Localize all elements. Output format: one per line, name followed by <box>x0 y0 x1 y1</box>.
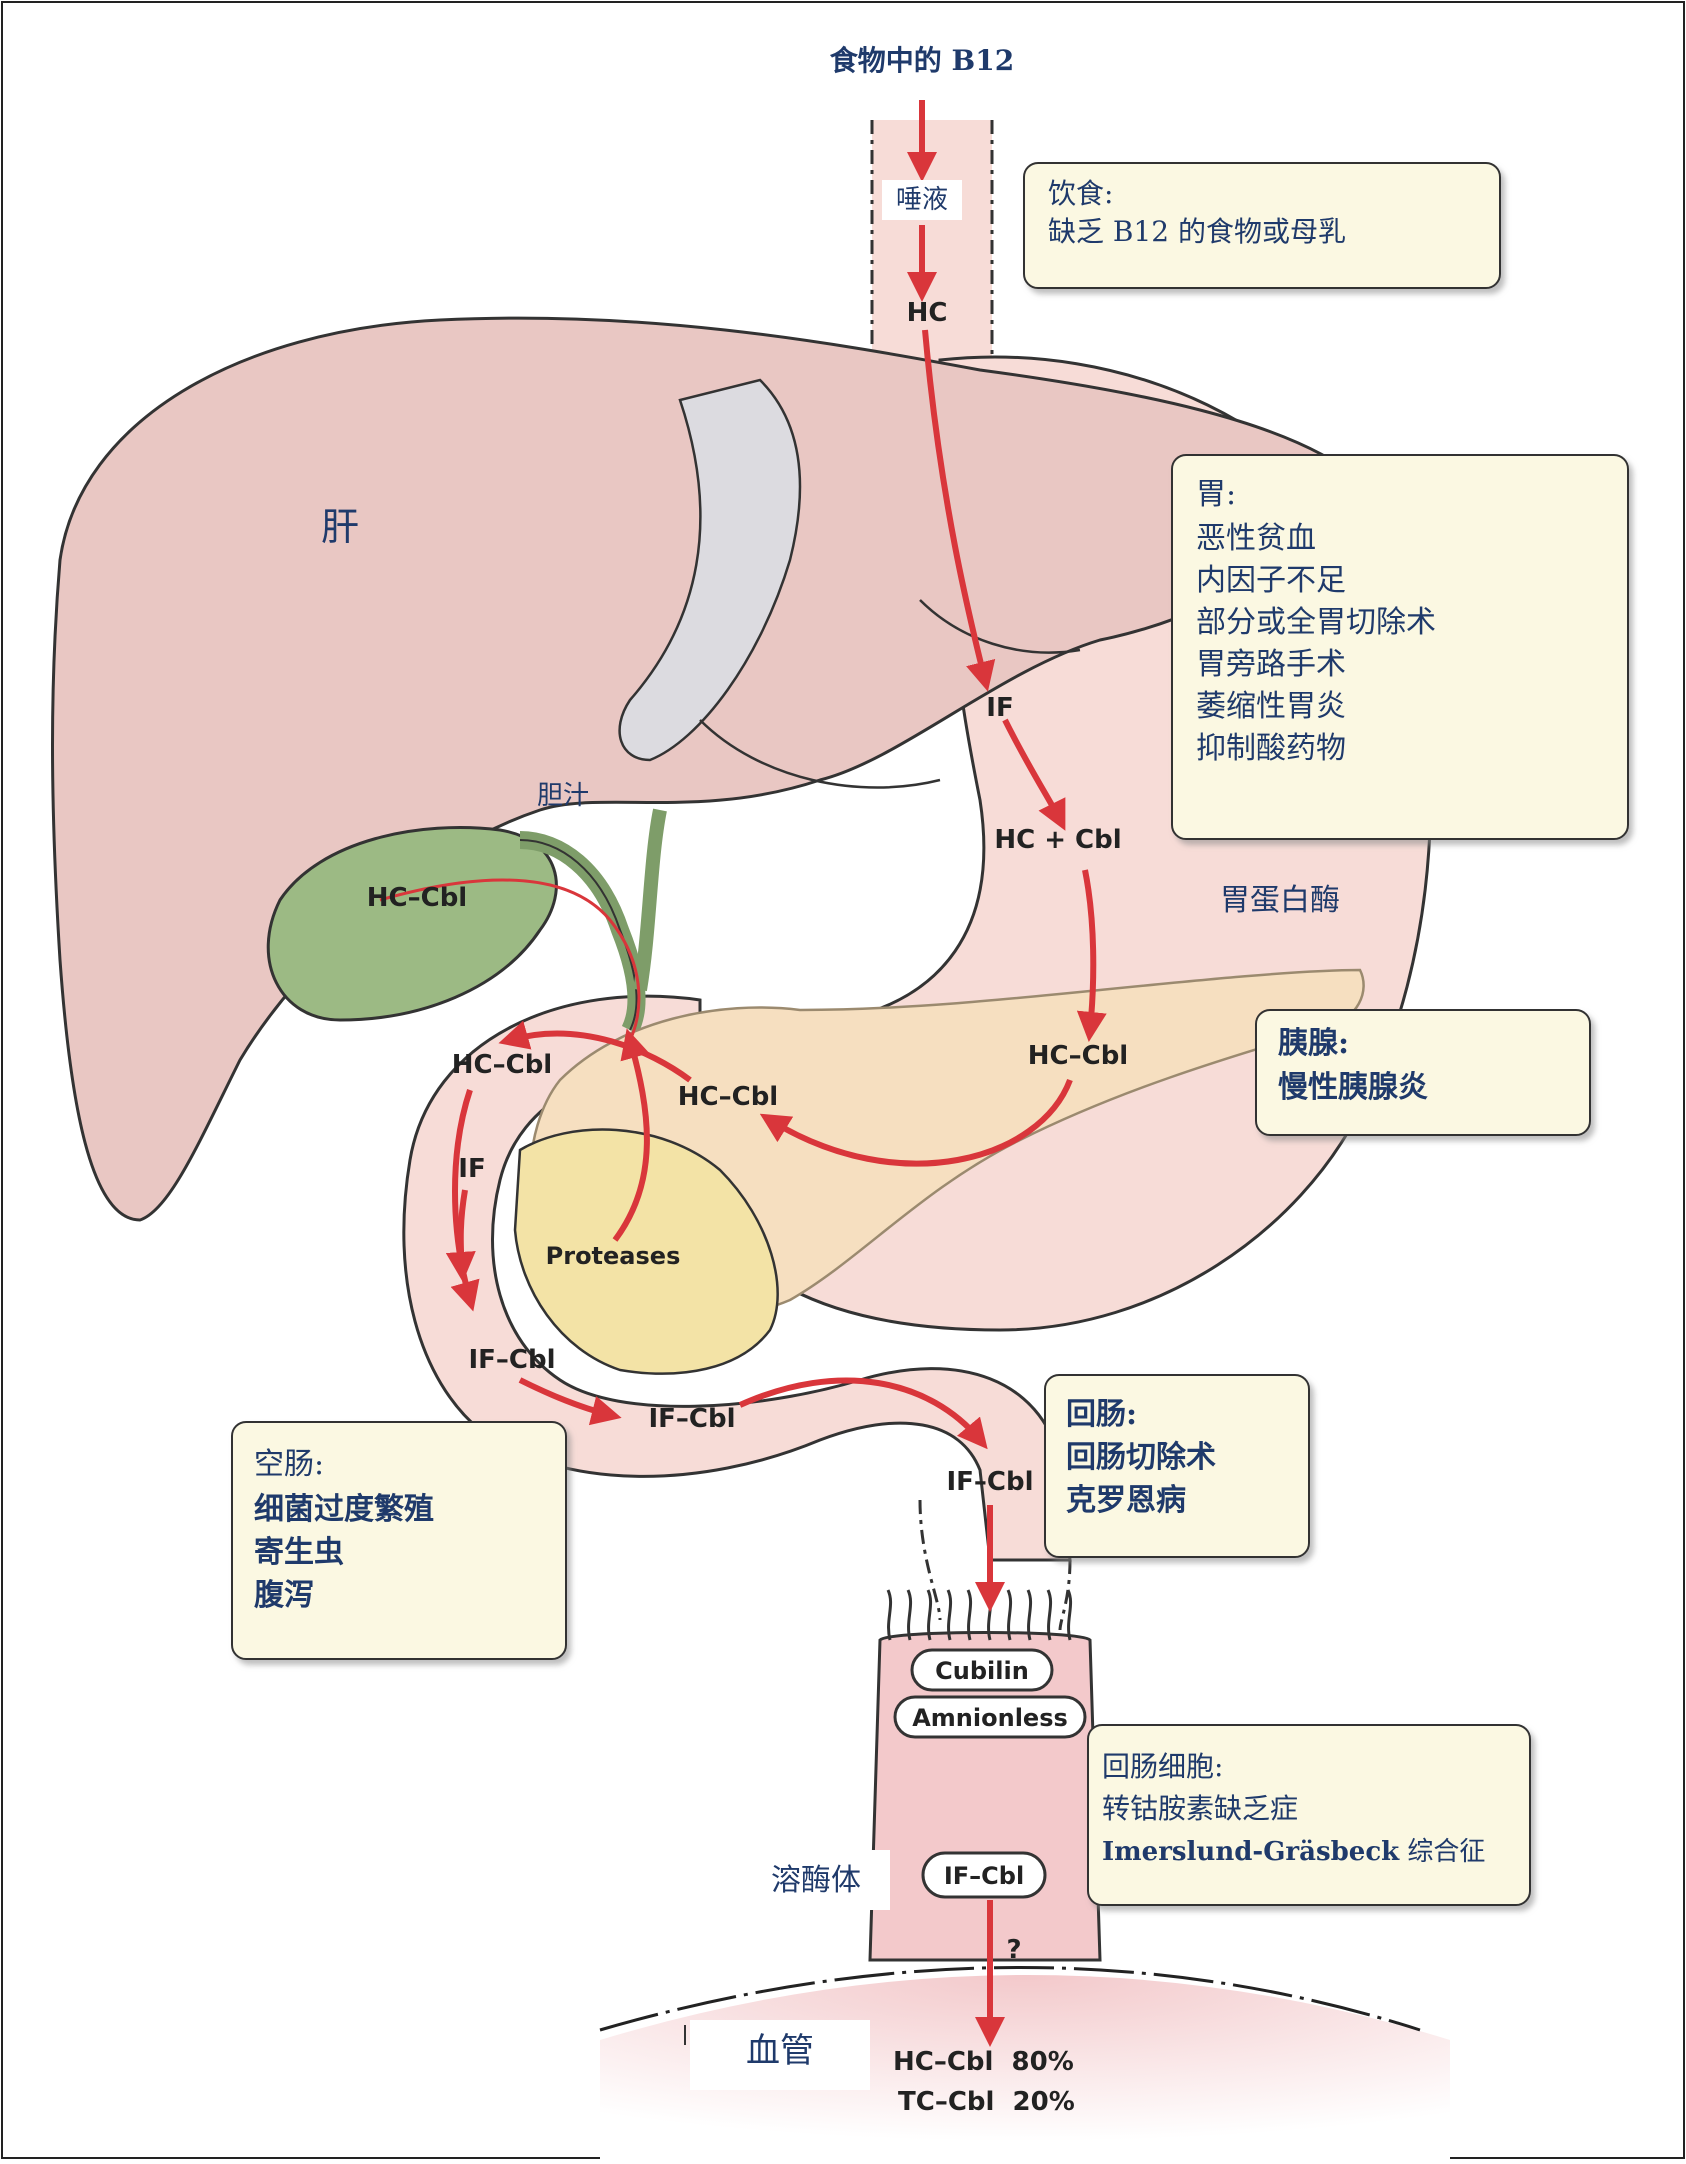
cubilin-pill <box>910 1648 1054 1692</box>
ileum-box-line: 克罗恩病 <box>1066 1483 1186 1518</box>
hc-label: HC <box>907 298 948 328</box>
stomach-box-line: 萎缩性胃炎 <box>1196 689 1346 724</box>
duodenum <box>402 994 1072 1562</box>
imerslund-text: Imerslund-Gräsbeck <box>1102 1837 1400 1867</box>
if-cbl-1-label: IF–Cbl <box>468 1345 555 1375</box>
hc-cbl-duo-label: HC–Cbl <box>452 1050 552 1080</box>
enterocyte-box-line2: Imerslund-Gräsbeck 综合征 <box>1102 1837 1485 1867</box>
blood-vessel-label: 血管 <box>746 2031 814 2071</box>
diet-box-title: 饮食: <box>1048 177 1113 210</box>
flow-arrows <box>445 100 1107 2047</box>
amnionless-label: Amnionless <box>912 1704 1068 1732</box>
food-b12-label: 食物中的 B12 <box>830 44 1014 77</box>
amnionless-pill <box>893 1695 1087 1739</box>
hc-cbl-mid-label: HC–Cbl <box>678 1082 778 1112</box>
enterocyte-box-line: 转钴胺素缺乏症 <box>1102 1792 1298 1825</box>
enterocyte-box-title: 回肠细胞: <box>1102 1750 1223 1783</box>
saliva-bg <box>882 180 962 220</box>
jejunum-box-line: 腹泻 <box>254 1578 314 1613</box>
liver-ligament <box>618 378 802 762</box>
jejunum-box-line: 寄生虫 <box>254 1535 344 1570</box>
hc-cbl-gall-label: HC–Cbl <box>367 883 467 913</box>
stomach-box-line: 内因子不足 <box>1196 563 1346 598</box>
lysosome-label: 溶酶体 <box>771 1863 861 1898</box>
question-mark: ? <box>1006 1935 1021 1965</box>
hc-cbl-pancreas-label: HC–Cbl <box>1028 1041 1128 1071</box>
jejunum-box-title: 空肠: <box>254 1447 324 1482</box>
enterocyte-box: 回肠细胞: 转钴胺素缺乏症 Imerslund-Gräsbeck 综合征 <box>1087 1724 1531 1906</box>
hc-plus-cbl-label: HC + Cbl <box>994 825 1121 855</box>
if-stomach-label: IF <box>986 693 1013 723</box>
stomach-box-line: 恶性贫血 <box>1196 521 1316 556</box>
syndrome-text: 综合征 <box>1399 1837 1485 1867</box>
jejunum-box-line: 细菌过度繁殖 <box>254 1492 434 1527</box>
pepsin-label: 胃蛋白酶 <box>1220 883 1340 918</box>
diet-box-line: 缺乏 B12 的食物或母乳 <box>1048 215 1346 248</box>
if-duo-label: IF <box>458 1154 485 1184</box>
pancreas-box-title: 胰腺: <box>1278 1026 1349 1061</box>
stomach-box-line: 胃旁路手术 <box>1196 647 1346 682</box>
if-cbl-3-label: IF–Cbl <box>946 1467 1033 1497</box>
if-cbl-cell-pill <box>921 1851 1047 1899</box>
jejunum-box: 空肠: 细菌过度繁殖 寄生虫 腹泻 <box>231 1421 567 1660</box>
stomach-box: 胃: 恶性贫血 内因子不足 部分或全胃切除术 胃旁路手术 萎缩性胃炎 抑制酸药物 <box>1171 454 1629 840</box>
liver <box>51 316 1362 1222</box>
cubilin-label: Cubilin <box>935 1657 1029 1685</box>
proteases-label: Proteases <box>546 1242 681 1270</box>
blood-vessel-wall <box>599 1966 1421 2032</box>
result-tc-cbl: TC–Cbl 20% <box>898 2087 1075 2117</box>
ileum-box-line: 回肠切除术 <box>1066 1440 1216 1475</box>
pancreas-box-line: 慢性胰腺炎 <box>1278 1070 1428 1105</box>
microvilli <box>886 1589 1073 1641</box>
ileum-box: 回肠: 回肠切除术 克罗恩病 <box>1044 1374 1310 1558</box>
stomach-box-title: 胃: <box>1196 477 1236 512</box>
stomach-box-line: 抑制酸药物 <box>1196 731 1346 766</box>
pancreas-box: 胰腺: 慢性胰腺炎 <box>1255 1009 1591 1136</box>
if-cbl-2-label: IF–Cbl <box>648 1404 735 1434</box>
bile-label: 胆汁 <box>537 781 589 811</box>
liver-label: 肝 <box>321 505 359 549</box>
if-cbl-cell-label: IF–Cbl <box>944 1862 1024 1890</box>
lysosome-bg <box>760 1850 890 1910</box>
ileum-box-title: 回肠: <box>1066 1397 1137 1432</box>
top-label-bg <box>828 36 1018 86</box>
diet-box: 饮食: 缺乏 B12 的食物或母乳 <box>1023 162 1501 289</box>
saliva-label: 唾液 <box>896 185 948 215</box>
result-hc-cbl: HC–Cbl 80% <box>893 2047 1074 2077</box>
blood-vessel-bg <box>690 2020 870 2090</box>
stomach-box-line: 部分或全胃切除术 <box>1196 605 1436 640</box>
gallbladder <box>266 826 558 1022</box>
